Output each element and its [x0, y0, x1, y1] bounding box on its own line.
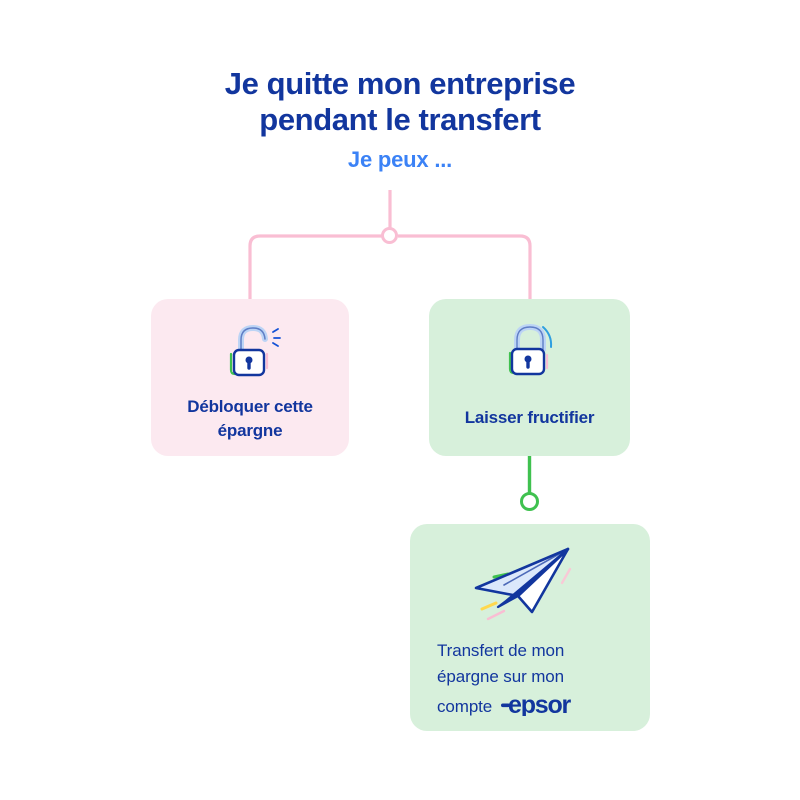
card-transfer-line-3: compte [437, 697, 493, 716]
card-transfer-line-1: Transfert de mon [437, 641, 565, 660]
svg-text:epsor: epsor [508, 691, 572, 716]
card-keep-growing[interactable]: Laisser fructifier [429, 299, 630, 456]
branch-node-icon [381, 227, 398, 244]
outcome-node-icon [520, 492, 539, 511]
paper-plane-icon [474, 541, 586, 626]
card-unlock-label: Débloquer cette épargne [187, 397, 313, 440]
epsor-logo: epsor epsor [501, 690, 577, 724]
open-padlock-icon [217, 318, 283, 385]
epsor-logo-text: epsor [577, 690, 578, 691]
card-transfer-savings[interactable]: Transfert de mon épargne sur mon compte … [410, 524, 650, 731]
card-keep-label: Laisser fructifier [464, 408, 595, 427]
card-transfer-line-3-row: compte epsor epsor [437, 690, 623, 724]
card-unlock-savings[interactable]: Débloquer cette épargne [151, 299, 349, 456]
page-subtitle: Je peux ... [347, 147, 453, 172]
card-transfer-text: Transfert de mon épargne sur mon compte … [437, 638, 623, 724]
page-title: Je quitte mon entreprise pendant le tran… [224, 66, 576, 137]
connector-branch-right [398, 234, 532, 299]
closed-padlock-icon [499, 319, 561, 386]
card-transfer-line-2: épargne sur mon [437, 667, 565, 686]
connector-branch-left [248, 234, 382, 299]
